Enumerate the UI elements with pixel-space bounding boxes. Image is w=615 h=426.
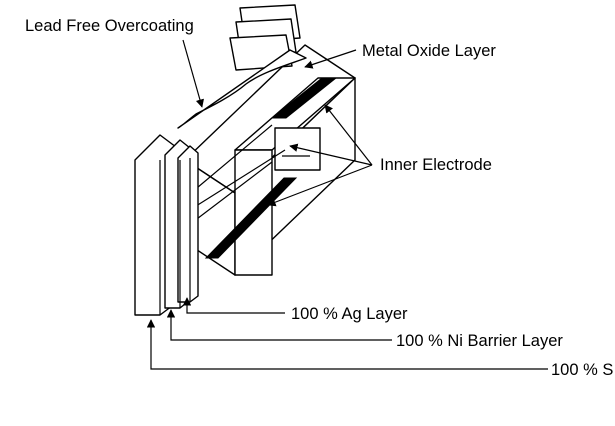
label-sn-layer: 100 % S [551, 361, 613, 379]
ag-leader [182, 297, 285, 314]
inner-electrode-line-2 [184, 149, 286, 214]
label-ag-layer: 100 % Ag Layer [291, 305, 408, 323]
inner-electrode-band-top [270, 77, 338, 119]
label-ni-layer: 100 % Ni Barrier Layer [396, 332, 563, 350]
lead-free-overcoating [177, 49, 307, 129]
inner-electrode-band-bottom [204, 177, 298, 259]
leader-lines [146, 39, 548, 370]
metal-oxide-leader [304, 49, 357, 69]
label-overcoating: Lead Free Overcoating [25, 17, 194, 35]
ag-plate [177, 145, 199, 303]
inner-electrode-leader-2 [289, 143, 373, 166]
inner-electrode-leader-1 [324, 104, 373, 166]
inner-electrodes [184, 77, 338, 259]
sn-leader [146, 319, 548, 370]
label-metal-oxide: Metal Oxide Layer [362, 42, 496, 60]
inner-electrode-line-3 [184, 161, 273, 229]
metal-oxide-window [274, 127, 321, 171]
inner-electrode-leader-3 [267, 164, 373, 207]
overcoating-leader [182, 39, 204, 108]
left-termination [134, 134, 199, 316]
inner-electrode-line-1 [184, 124, 273, 199]
label-inner-electrode: Inner Electrode [380, 156, 492, 174]
ni-leader [166, 309, 392, 341]
